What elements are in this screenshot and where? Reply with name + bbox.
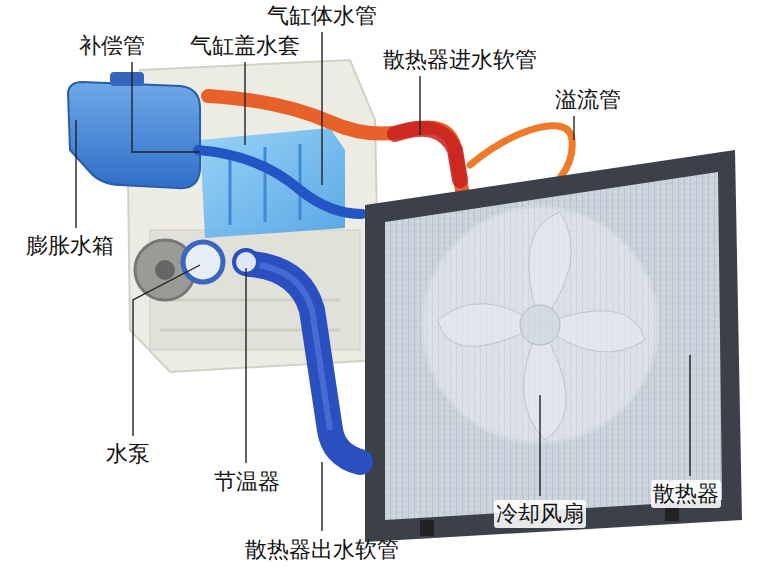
leader-line	[573, 116, 574, 140]
leader-line	[132, 62, 200, 152]
part-label: 水泵	[104, 440, 152, 468]
outlet-hose-highlight	[250, 264, 330, 430]
leader-line	[689, 355, 690, 476]
compensation-pipe	[198, 150, 362, 214]
leader-line	[244, 62, 245, 145]
part-label: 散热器出水软管	[243, 536, 401, 564]
tank-cap	[110, 72, 144, 86]
part-label: 气缸盖水套	[188, 32, 302, 60]
part-label: 气缸体水管	[265, 2, 379, 30]
leader-line	[321, 32, 322, 185]
part-label: 膨胀水箱	[24, 232, 116, 260]
overflow-pipe	[470, 126, 572, 178]
expansion-tank	[68, 82, 200, 188]
part-label: 冷却风扇	[494, 500, 586, 528]
part-label: 散热器进水软管	[381, 46, 539, 74]
leader-line	[539, 395, 540, 496]
radiator-inlet-hose	[208, 96, 462, 190]
leader-line	[419, 76, 420, 135]
part-label: 散热器	[651, 480, 721, 508]
part-label: 补偿管	[77, 32, 147, 60]
part-label: 溢流管	[553, 86, 623, 114]
inlet-hose-shade	[395, 129, 460, 180]
part-label: 节温器	[212, 468, 282, 496]
leader-lines	[76, 32, 690, 531]
water-pump	[183, 242, 223, 282]
leader-line	[245, 268, 246, 463]
leader-line	[321, 462, 322, 531]
radiator	[365, 150, 742, 542]
radiator-outlet-hose	[250, 264, 360, 462]
leader-line	[133, 265, 200, 436]
cylinder-head-jacket	[200, 128, 345, 238]
leader-line	[75, 120, 76, 228]
